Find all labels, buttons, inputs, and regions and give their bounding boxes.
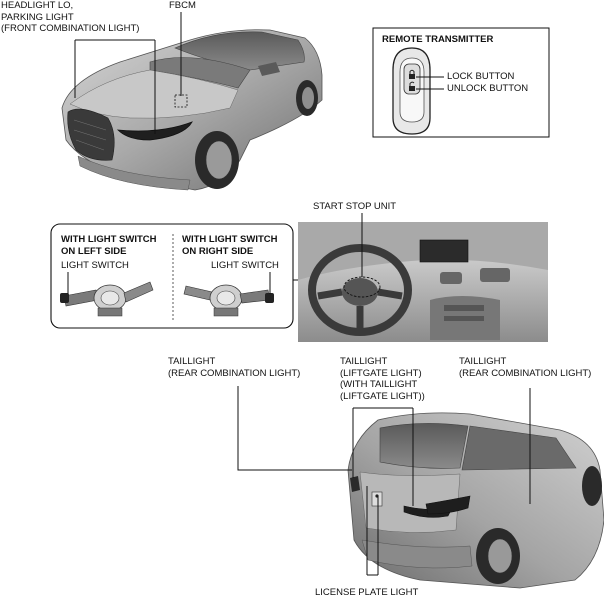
start-stop-unit-label: START STOP UNIT: [313, 201, 397, 212]
rear-car-illustration: [347, 412, 604, 589]
fbcm-location-marker: [174, 94, 188, 108]
remote-transmitter-illustration: [392, 47, 431, 135]
taillight-rear-left-label: TAILLIGHT (REAR COMBINATION LIGHT): [168, 356, 301, 379]
dashboard-illustration: [298, 222, 548, 342]
taillight-liftgate-label: TAILLIGHT (LIFTGATE LIGHT) (WITH TAILLIG…: [340, 356, 425, 402]
unlock-icon: [409, 86, 415, 91]
start-stop-marker: [343, 276, 381, 298]
front-car-illustration: [61, 29, 323, 191]
left-side-heading: WITH LIGHT SWITCH ON LEFT SIDE: [61, 234, 157, 257]
unlock-button-label: UNLOCK BUTTON: [447, 83, 529, 94]
license-plate-light-label: LICENSE PLATE LIGHT: [315, 587, 419, 598]
right-light-switch-label: LIGHT SWITCH: [211, 260, 279, 271]
lock-icon: [409, 74, 415, 79]
remote-transmitter-title: REMOTE TRANSMITTER: [382, 34, 494, 45]
lock-button-label: LOCK BUTTON: [447, 71, 515, 82]
left-switch-illustration: [60, 281, 154, 317]
headlight-parking-light-label: HEADLIGHT LO, PARKING LIGHT (FRONT COMBI…: [1, 0, 140, 34]
left-light-switch-label: LIGHT SWITCH: [61, 260, 129, 271]
taillight-rear-right-label: TAILLIGHT (REAR COMBINATION LIGHT): [459, 356, 592, 379]
rear-leader-lines: [237, 386, 531, 576]
right-switch-illustration: [183, 284, 274, 317]
fbcm-label: FBCM: [169, 0, 196, 11]
front-leader-lines: [74, 12, 182, 134]
right-side-heading: WITH LIGHT SWITCH ON RIGHT SIDE: [182, 234, 278, 257]
